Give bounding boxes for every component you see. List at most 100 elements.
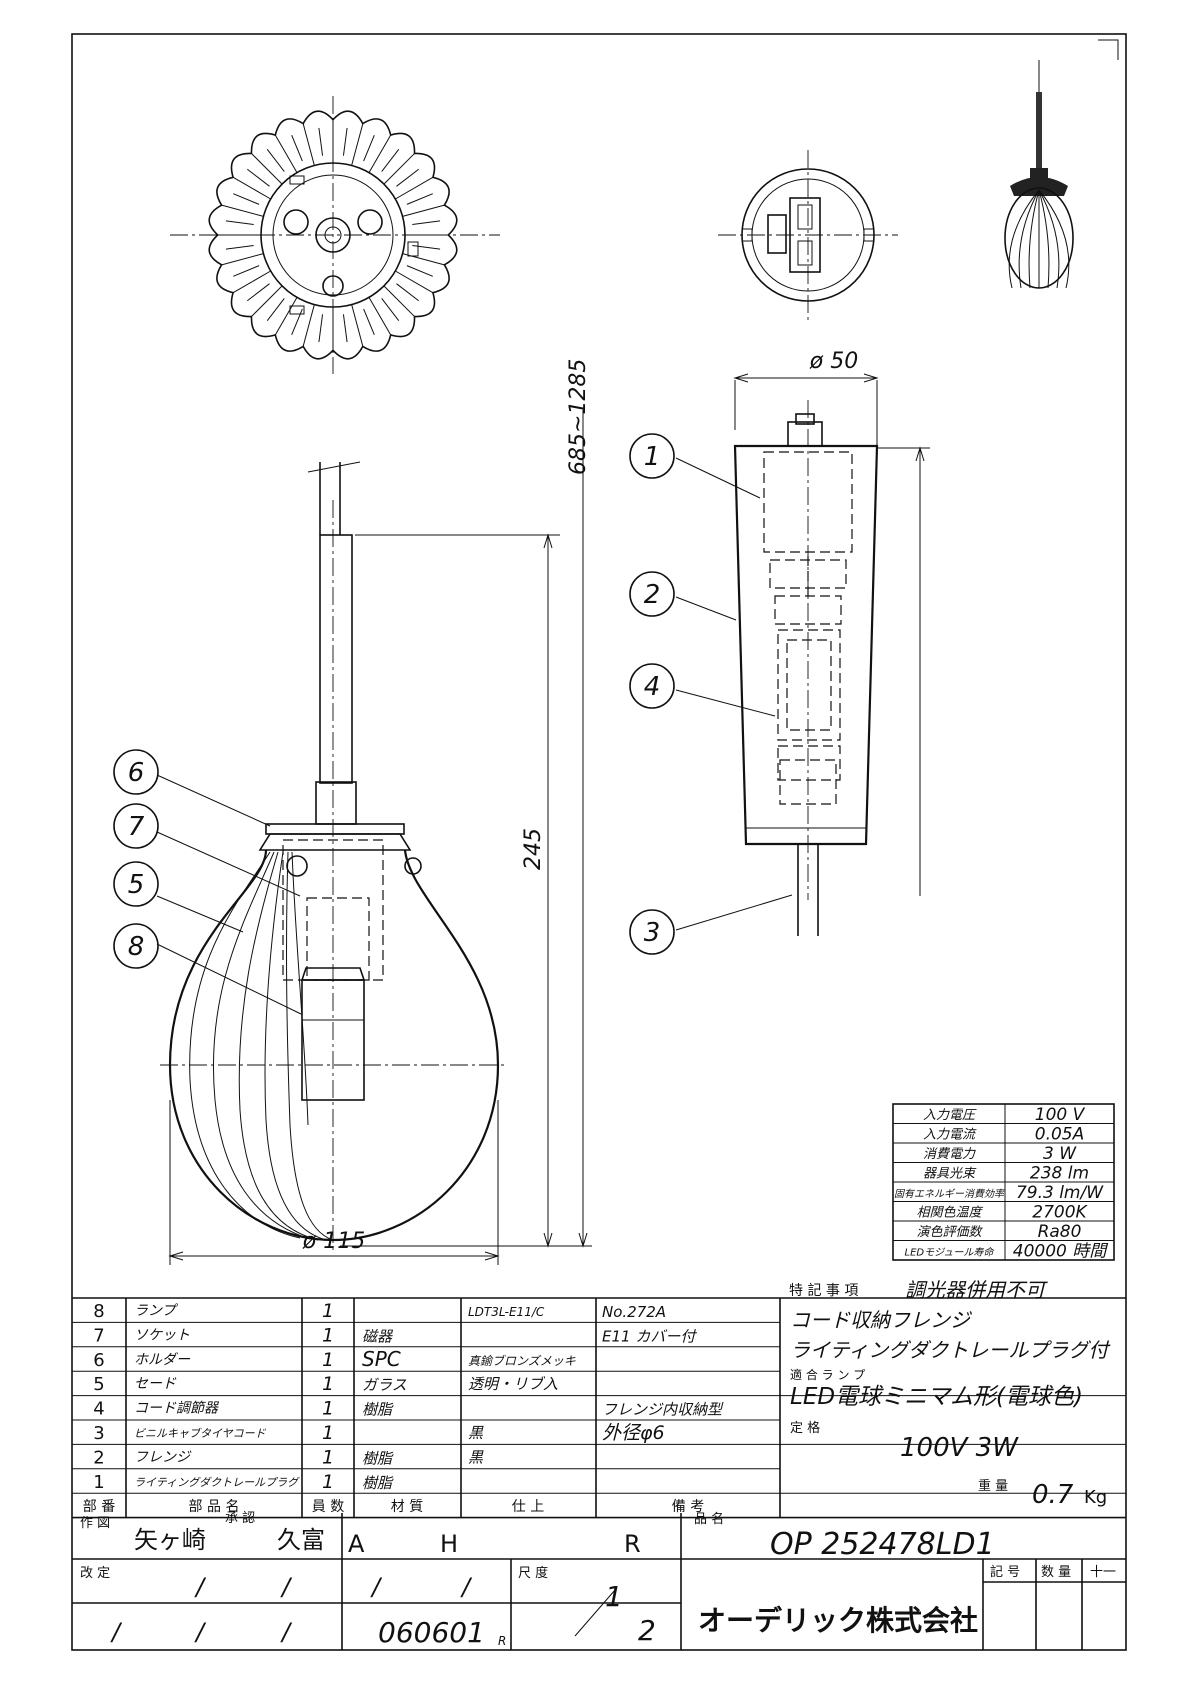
side-view-dimensions bbox=[168, 410, 592, 1265]
scale-label: 尺 度 bbox=[518, 1565, 548, 1581]
internal-part bbox=[786, 639, 832, 731]
revision-slash: / bbox=[370, 1573, 383, 1601]
part-qty: 1 bbox=[322, 1300, 334, 1322]
shade-rib-line bbox=[251, 285, 283, 317]
screw bbox=[357, 209, 383, 235]
part-qty: 1 bbox=[322, 1446, 334, 1468]
dim-height: 245 bbox=[521, 828, 546, 870]
socket-top-view bbox=[718, 150, 898, 320]
globe-rib bbox=[291, 851, 309, 1126]
part-qty: 1 bbox=[322, 1324, 334, 1346]
part-number: 1 bbox=[93, 1472, 104, 1493]
top-view-shade bbox=[170, 96, 500, 374]
callout-number-7: 7 bbox=[128, 812, 145, 842]
callout-circle bbox=[113, 861, 159, 907]
shade-rib-line bbox=[274, 297, 298, 336]
part-qty: 1 bbox=[322, 1373, 334, 1395]
shade-rib-line bbox=[266, 149, 285, 172]
spec-value: Ra80 bbox=[1038, 1222, 1082, 1242]
part-note: フレンジ内収納型 bbox=[602, 1401, 724, 1419]
spec-label: 演色評価数 bbox=[916, 1225, 983, 1240]
part-note: No.272A bbox=[602, 1303, 666, 1321]
spec-value: 238 lm bbox=[1030, 1164, 1089, 1184]
parts-header-no: 部 番 bbox=[83, 1499, 115, 1515]
extra-label: 十一 bbox=[1090, 1565, 1116, 1580]
part-name: ランプ bbox=[134, 1303, 179, 1319]
scale-numerator: 1 bbox=[605, 1580, 623, 1613]
callout-number-2: 2 bbox=[644, 580, 661, 610]
pendant-perspective-icon bbox=[1004, 60, 1074, 289]
globe-rib bbox=[1038, 189, 1070, 289]
corner-mark bbox=[1098, 39, 1119, 60]
shade-rib-line bbox=[363, 308, 375, 335]
revision-label: 改 定 bbox=[80, 1566, 110, 1581]
callout-circle bbox=[629, 663, 675, 709]
part-material: 磁器 bbox=[362, 1327, 394, 1345]
shade-rib-line bbox=[383, 153, 415, 185]
callout-circle bbox=[629, 433, 675, 479]
notes-label: 特 記 事 項 bbox=[789, 1282, 858, 1299]
shade-rib-line bbox=[396, 283, 419, 302]
shade-rib-line bbox=[412, 244, 441, 250]
part-number: 4 bbox=[93, 1399, 104, 1420]
revision-slash: / bbox=[194, 1573, 207, 1601]
shade-rib-line bbox=[406, 265, 433, 277]
part-finish: 黒 bbox=[468, 1448, 484, 1466]
part-note: 外径φ6 bbox=[602, 1422, 665, 1444]
drawn-by: 矢ヶ崎 bbox=[134, 1526, 206, 1554]
callout-circle bbox=[113, 749, 159, 795]
shade-rib-line bbox=[406, 193, 433, 205]
shade-rib-line bbox=[363, 135, 375, 162]
shade-rib-line bbox=[381, 298, 400, 321]
spec-value: 79.3 lm/W bbox=[1016, 1183, 1104, 1203]
part-name: セード bbox=[134, 1376, 177, 1392]
part-number: 5 bbox=[93, 1374, 104, 1395]
callout-number-3: 3 bbox=[644, 918, 661, 948]
part-name: ホルダー bbox=[134, 1352, 191, 1368]
globe-rib bbox=[212, 851, 311, 1240]
shade-rib-line bbox=[232, 176, 271, 200]
symbol-label: 記 号 bbox=[990, 1564, 1020, 1580]
part-material: 樹脂 bbox=[362, 1474, 394, 1492]
revision-slash: / bbox=[110, 1618, 123, 1646]
shade-rib-line bbox=[351, 123, 364, 166]
part-name: ビニルキャブタイヤコード bbox=[134, 1427, 267, 1440]
spec-label: 入力電圧 bbox=[923, 1108, 977, 1123]
globe-rib bbox=[1008, 189, 1040, 289]
shade-rib-line bbox=[395, 176, 434, 200]
spec-value: 100 V bbox=[1035, 1105, 1086, 1125]
shade-rib-line bbox=[225, 244, 254, 250]
shade-rib-line bbox=[221, 204, 264, 217]
globe-rib bbox=[286, 851, 334, 1241]
spec-label: 器具光束 bbox=[923, 1167, 977, 1182]
parts-header-name: 部 品 名 bbox=[189, 1499, 240, 1515]
part-name: コード調節器 bbox=[134, 1401, 220, 1417]
rating-value: 100V 3W bbox=[900, 1433, 1019, 1463]
spec-value: 0.05A bbox=[1035, 1125, 1084, 1145]
part-material: SPC bbox=[362, 1347, 401, 1371]
shade-rib-line bbox=[402, 253, 445, 266]
part-qty: 1 bbox=[322, 1349, 334, 1371]
revision-slash: / bbox=[280, 1618, 293, 1646]
globe-rib bbox=[1028, 189, 1040, 289]
part-qty: 1 bbox=[322, 1398, 334, 1420]
callout-number-8: 8 bbox=[128, 932, 145, 962]
shade-rib-line bbox=[302, 304, 315, 347]
shade-rib-line bbox=[232, 270, 271, 294]
shade-rib-line bbox=[342, 314, 348, 343]
callout-leaders bbox=[156, 457, 793, 1015]
shade-outline bbox=[208, 110, 458, 360]
revision-slash: / bbox=[280, 1573, 293, 1601]
notes-block: 特 記 事 項 調光器併用不可 コード収納フレンジ ライティングダクトレールプラ… bbox=[789, 1278, 1111, 1510]
shade-rib-line bbox=[274, 134, 298, 173]
grade-r: R bbox=[624, 1530, 641, 1558]
globe-rib bbox=[264, 851, 327, 1241]
part-qty: 1 bbox=[322, 1422, 334, 1444]
callout-circle bbox=[629, 571, 675, 617]
shade-rib-line bbox=[342, 127, 348, 156]
notes-line1: 調光器併用不可 bbox=[905, 1278, 1048, 1302]
part-name: ライティングダクトレールプラグ bbox=[134, 1476, 300, 1489]
part-number: 6 bbox=[93, 1350, 104, 1371]
